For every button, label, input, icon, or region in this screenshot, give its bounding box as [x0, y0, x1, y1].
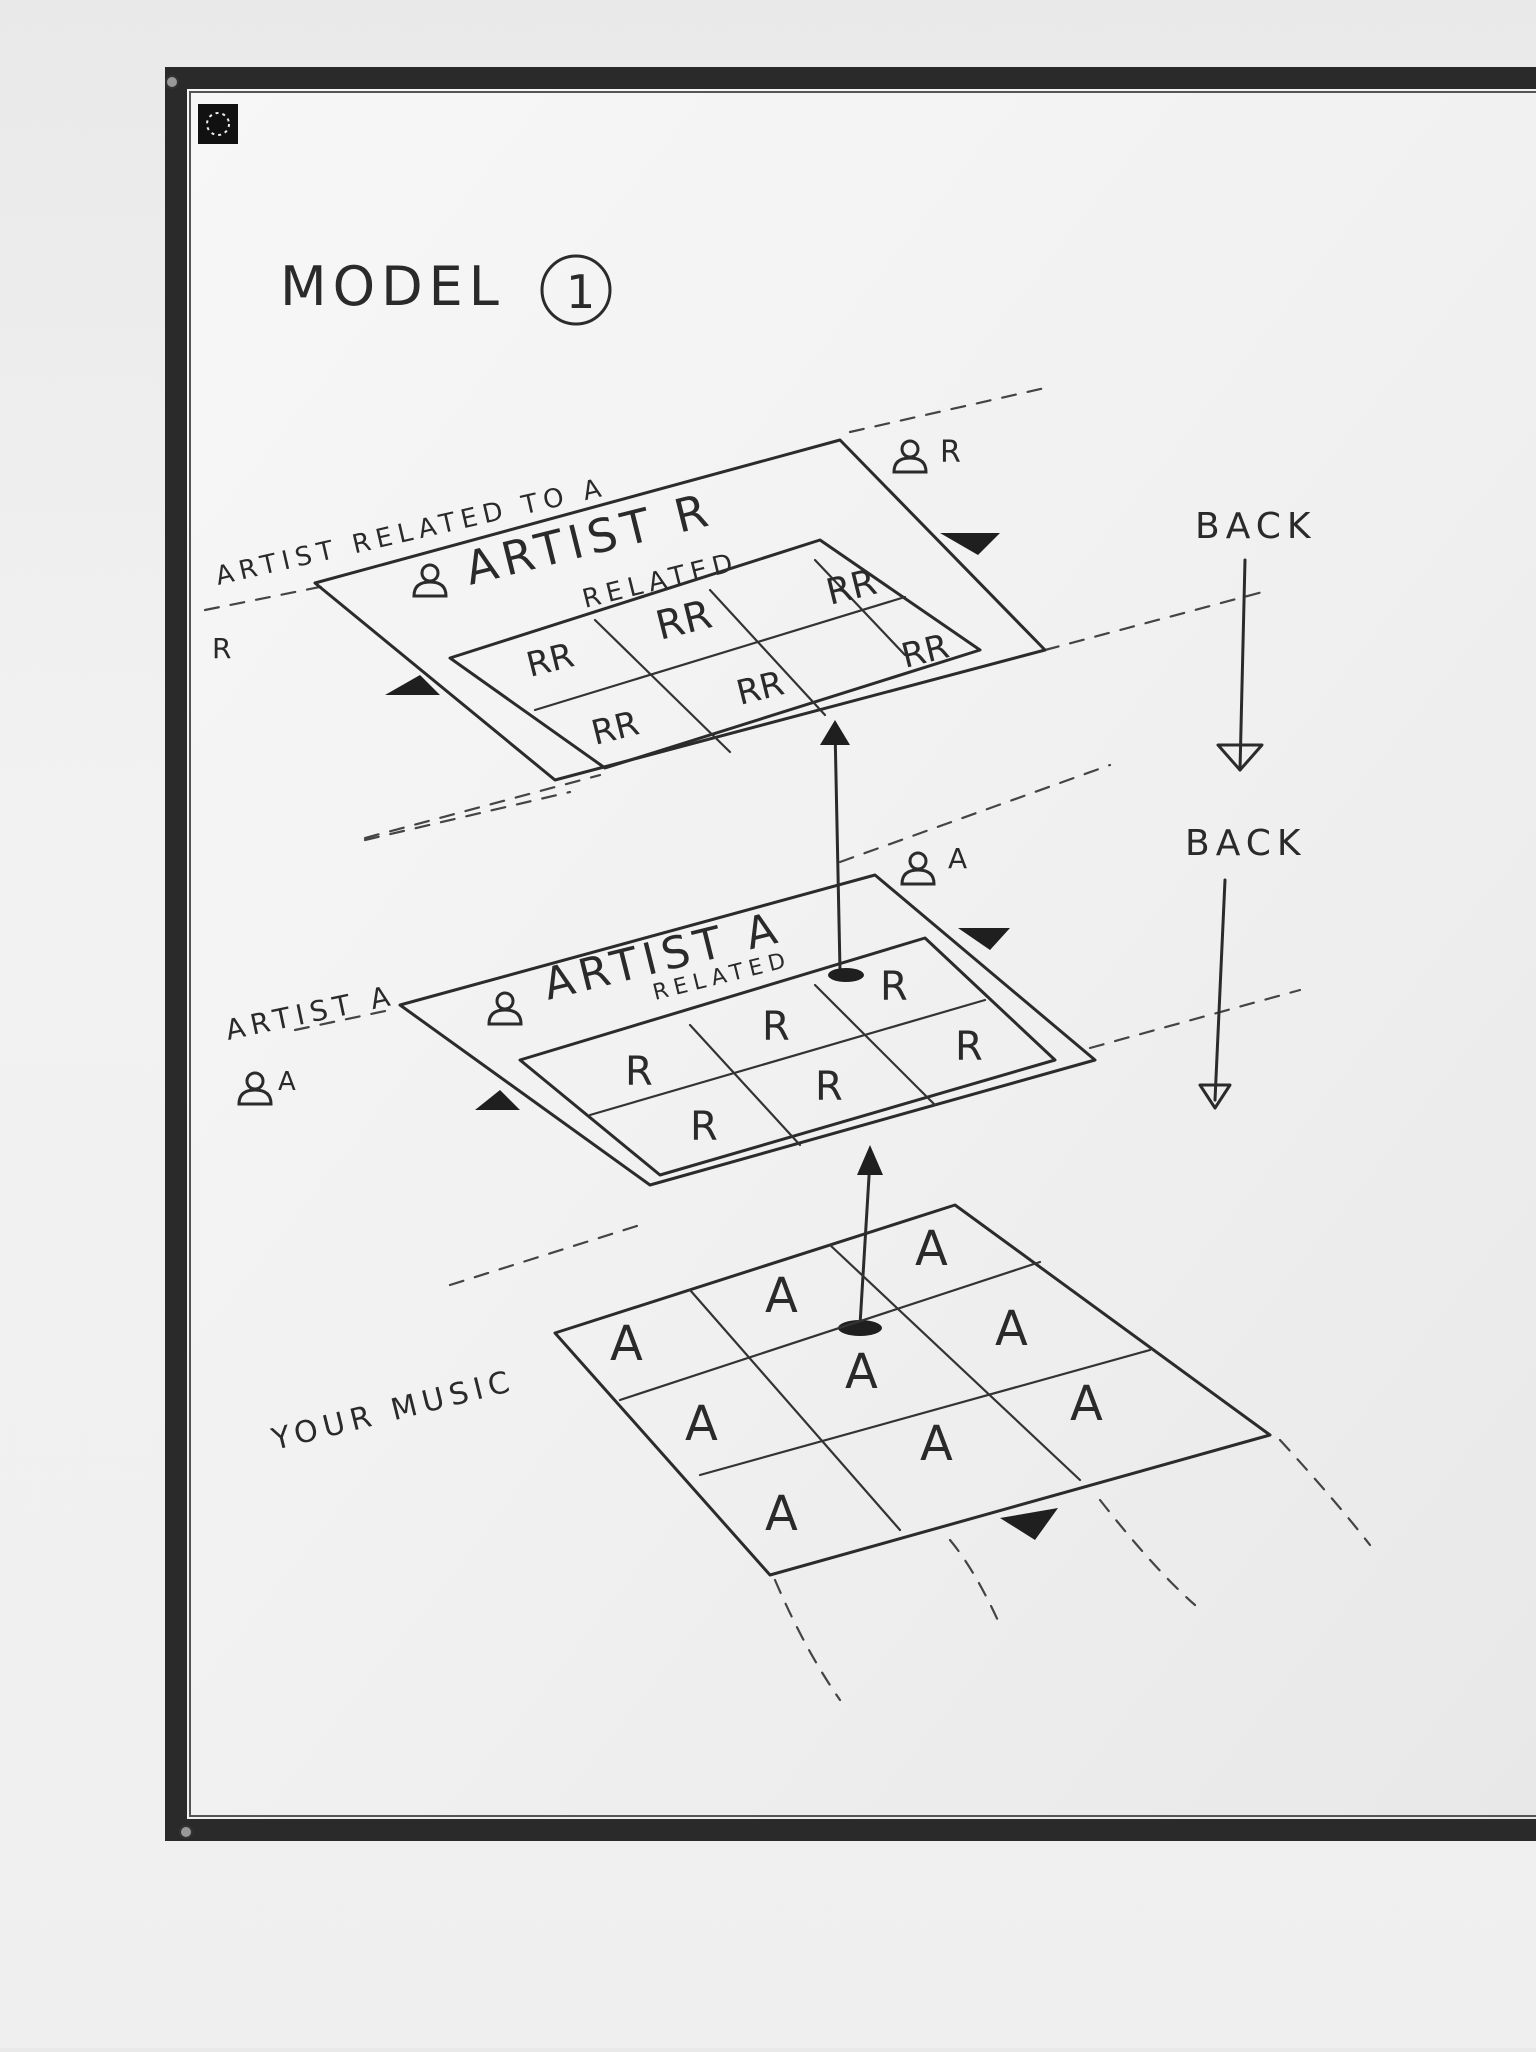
grid-line [688, 1288, 902, 1532]
middle-left-tag: A [278, 1067, 296, 1097]
bottom-grid [553, 1203, 1272, 1577]
middle-corner-tag: A [948, 842, 967, 875]
dash-guide [203, 583, 332, 612]
top-corner-tag: R [940, 435, 961, 470]
dash-guide [1088, 988, 1302, 1050]
up-arrow-icon [820, 720, 864, 982]
grid-line [708, 588, 827, 717]
title-text: MODEL [280, 255, 505, 318]
middle-cell: R [762, 1004, 790, 1050]
grid-line [618, 1260, 1042, 1402]
triangle-marker-icon [475, 1090, 520, 1110]
grid-line [593, 618, 732, 754]
grid-line [533, 595, 907, 712]
top-panel [313, 438, 1047, 782]
middle-cell: R [815, 1064, 843, 1110]
middle-panel [398, 873, 1097, 1187]
badge-icon [198, 104, 238, 144]
dash-guide [363, 773, 602, 840]
bottom-cell: A [685, 1396, 718, 1452]
bottom-cell: A [915, 1221, 948, 1277]
back-label: BACK [1195, 506, 1316, 547]
page-title: MODEL 1 [280, 254, 612, 326]
down-arrow-line [1213, 878, 1227, 1102]
middle-grid [518, 936, 1057, 1177]
down-arrow-icon [1198, 1083, 1232, 1110]
triangle-marker-icon [1000, 1508, 1058, 1540]
grid-line [828, 1243, 1082, 1482]
bottom-cell: A [995, 1301, 1028, 1357]
dash-guide [848, 386, 1047, 434]
dash-guide [1043, 588, 1272, 652]
dash-guide [448, 1223, 642, 1287]
down-arrow-icon [1216, 743, 1264, 772]
middle-cell: R [690, 1104, 718, 1150]
top-left-marker: R [212, 632, 231, 665]
grid-line [588, 998, 987, 1117]
middle-cell: R [955, 1024, 983, 1070]
grid-line [698, 1348, 1152, 1477]
back-control[interactable]: BACK [1195, 506, 1316, 772]
triangle-marker-icon [940, 533, 1000, 555]
bottom-cell: A [845, 1344, 878, 1400]
back-control[interactable]: BACK [1185, 823, 1306, 1110]
triangle-marker-icon [958, 928, 1010, 950]
bottom-cell: A [610, 1316, 643, 1372]
dash-guide [293, 1008, 392, 1032]
grid-line [813, 983, 937, 1107]
dash-guide [1098, 1498, 1197, 1607]
dash-guide [838, 763, 1112, 864]
bottom-cell: A [765, 1486, 798, 1542]
triangle-marker-icon [385, 675, 440, 695]
middle-cell: R [880, 964, 908, 1010]
grid-line [813, 558, 907, 657]
dash-guide [948, 1538, 1002, 1627]
middle-cell: R [625, 1049, 653, 1095]
title-number: 1 [566, 265, 595, 319]
top-grid [448, 538, 982, 770]
bottom-cell: A [1070, 1376, 1103, 1432]
back-label: BACK [1185, 823, 1306, 864]
dash-guide [363, 790, 572, 842]
bottom-cell: A [765, 1268, 798, 1324]
bottom-cell: A [920, 1416, 953, 1472]
whiteboard-frame [165, 67, 1536, 1841]
up-arrow-icon [838, 1145, 883, 1336]
down-arrow-line [1238, 558, 1247, 772]
grid-line [688, 1023, 802, 1147]
